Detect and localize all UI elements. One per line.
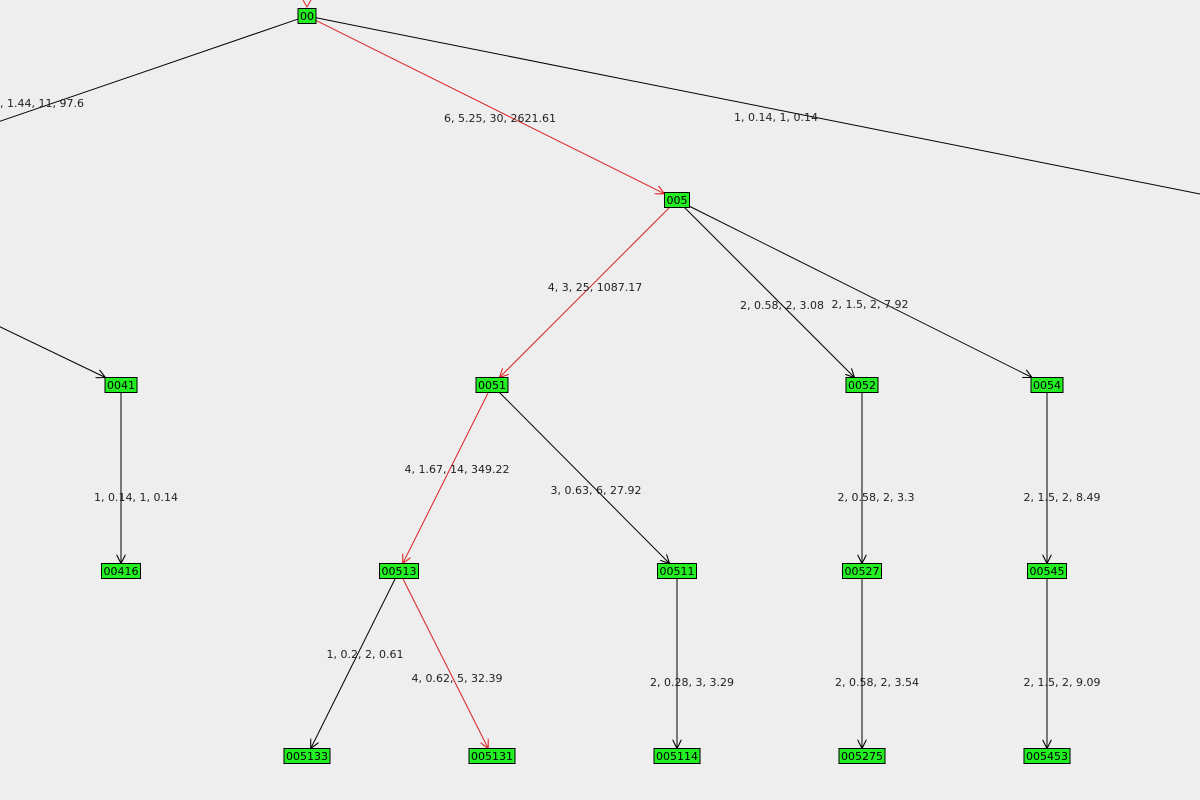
node-box[interactable]: [297, 8, 317, 24]
edge-label-0051-to-00511: 3, 0.63, 6, 27.92: [551, 484, 642, 497]
node-box[interactable]: [475, 377, 509, 393]
node-box[interactable]: [379, 563, 419, 579]
edge-label-005-to-0052: 2, 0.58, 2, 3.08: [740, 299, 824, 312]
node-005275[interactable]: 005275: [838, 748, 886, 764]
node-00513[interactable]: 00513: [379, 563, 419, 579]
node-box[interactable]: [1027, 563, 1067, 579]
edge-00513-to-005133: [311, 578, 396, 749]
edge-label-00527-to-005275: 2, 0.58, 2, 3.54: [835, 676, 919, 689]
edge-label-00511-to-005114: 2, 0.28, 3, 3.29: [650, 676, 734, 689]
node-box[interactable]: [657, 563, 697, 579]
edge-0051-to-00513: [403, 392, 489, 564]
node-label: 005: [667, 194, 688, 207]
node-00545[interactable]: 00545: [1027, 563, 1067, 579]
node-00416[interactable]: 00416: [101, 563, 141, 579]
edge-left-offscreen-to-0041: [0, 326, 105, 378]
node-005114[interactable]: 005114: [653, 748, 701, 764]
node-box[interactable]: [842, 563, 882, 579]
edge-label-00513-to-005131: 4, 0.62, 5, 32.39: [412, 672, 503, 685]
node-0054[interactable]: 0054: [1030, 377, 1064, 393]
node-005453[interactable]: 005453: [1023, 748, 1071, 764]
node-label: 0041: [107, 379, 135, 392]
node-005133[interactable]: 005133: [283, 748, 331, 764]
node-label: 005114: [656, 750, 698, 763]
node-label: 00527: [845, 565, 880, 578]
edge-label-00-to-left-offscreen: , 1.44, 11, 97.6: [0, 97, 84, 110]
edge-label-00-to-right-offscreen: 1, 0.14, 1, 0.14: [734, 111, 818, 124]
edge-label-00-to-005: 6, 5.25, 30, 2621.61: [444, 112, 556, 125]
node-box[interactable]: [101, 563, 141, 579]
node-0041[interactable]: 0041: [104, 377, 138, 393]
node-label: 00511: [660, 565, 695, 578]
edge-label-0054-to-00545: 2, 1.5, 2, 8.49: [1024, 491, 1101, 504]
node-box[interactable]: [104, 377, 138, 393]
node-00[interactable]: 00: [297, 8, 317, 24]
node-box[interactable]: [283, 748, 331, 764]
node-label: 0054: [1033, 379, 1061, 392]
node-label: 005133: [286, 750, 328, 763]
edge-0051-to-00511: [499, 392, 669, 564]
edge-label-0051-to-00513: 4, 1.67, 14, 349.22: [405, 463, 510, 476]
node-00527[interactable]: 00527: [842, 563, 882, 579]
node-box[interactable]: [845, 377, 879, 393]
node-box[interactable]: [1023, 748, 1071, 764]
node-box[interactable]: [1030, 377, 1064, 393]
edge-00513-to-005131: [402, 578, 488, 749]
node-box[interactable]: [653, 748, 701, 764]
node-label: 0051: [478, 379, 506, 392]
node-005[interactable]: 005: [664, 192, 690, 208]
node-box[interactable]: [664, 192, 690, 208]
edge-00-to-left-offscreen: [0, 18, 299, 122]
node-label: 005453: [1026, 750, 1068, 763]
edge-label-0041-to-00416: 1, 0.14, 1, 0.14: [94, 491, 178, 504]
node-label: 0052: [848, 379, 876, 392]
edge-00-to-right-offscreen: [315, 17, 1200, 195]
edge-label-00513-to-005133: 1, 0.2, 2, 0.61: [327, 648, 404, 661]
node-0051[interactable]: 0051: [475, 377, 509, 393]
node-label: 005275: [841, 750, 883, 763]
node-label: 00: [300, 10, 314, 23]
node-label: 00513: [382, 565, 417, 578]
edge-005-to-0054: [689, 205, 1033, 377]
edge-label-00545-to-005453: 2, 1.5, 2, 9.09: [1024, 676, 1101, 689]
incoming-arrow: [302, 0, 312, 9]
edge-label-0052-to-00527: 2, 0.58, 2, 3.3: [838, 491, 915, 504]
edge-label-005-to-0054: 2, 1.5, 2, 7.92: [832, 298, 909, 311]
edge-label-005-to-0051: 4, 3, 25, 1087.17: [548, 281, 642, 294]
node-005131[interactable]: 005131: [468, 748, 516, 764]
node-label: 00416: [104, 565, 139, 578]
node-0052[interactable]: 0052: [845, 377, 879, 393]
edge-00-to-005: [315, 20, 665, 193]
node-box[interactable]: [838, 748, 886, 764]
edge-005-to-0052: [684, 207, 855, 378]
node-box[interactable]: [468, 748, 516, 764]
node-label: 00545: [1030, 565, 1065, 578]
edge-005-to-0051: [500, 207, 670, 378]
node-00511[interactable]: 00511: [657, 563, 697, 579]
node-label: 005131: [471, 750, 513, 763]
